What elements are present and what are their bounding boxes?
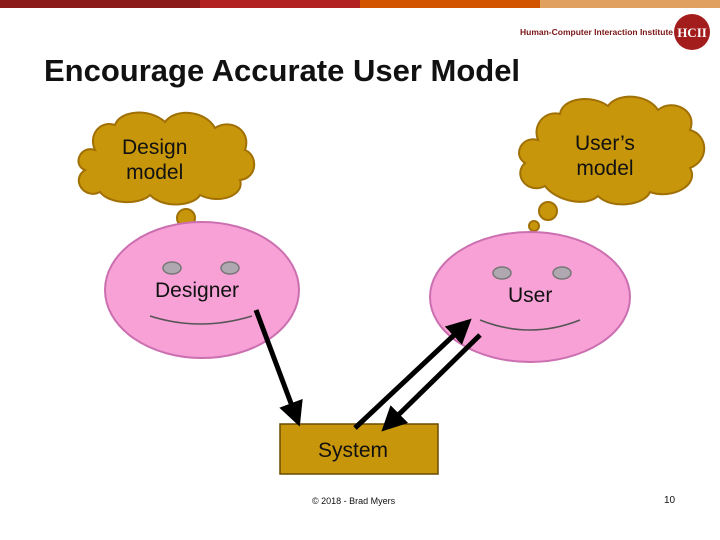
user-model-line2: model: [576, 157, 634, 180]
institute-name: Human-Computer Interaction Institute: [520, 27, 674, 37]
designer-right-eye: [220, 261, 240, 275]
copyright-footer: © 2018 - Brad Myers: [312, 496, 396, 506]
user-mouth: [479, 319, 581, 331]
user-label: User: [508, 284, 553, 307]
designer-to-system-arrow: [253, 309, 303, 427]
accent-segment-1: [0, 0, 200, 8]
design-model-label: Design model: [122, 135, 187, 185]
designer-label: Designer: [155, 279, 240, 302]
user-model-line1: User’s: [575, 132, 635, 155]
design-model-line2: model: [126, 161, 184, 184]
system-label: System: [318, 439, 389, 462]
page-number: 10: [664, 495, 676, 506]
designer-mouth: [149, 315, 253, 325]
system-box: [279, 423, 439, 475]
designer-left-eye: [162, 261, 182, 275]
designer-face: [104, 221, 300, 359]
top-accent-bar: [0, 0, 720, 8]
user-face: [429, 231, 631, 363]
user-left-eye: [492, 266, 512, 280]
user-right-eye: [552, 266, 572, 280]
hcii-logo: HCII: [674, 14, 710, 50]
system-to-user-arrow: [353, 318, 472, 430]
logo-text: HCII: [677, 25, 707, 40]
user-model-cloud: [518, 95, 706, 232]
accent-segment-3: [360, 0, 540, 8]
user-model-label: User’s model: [575, 131, 635, 181]
accent-segment-2: [200, 0, 360, 8]
slide-title: Encourage Accurate User Model: [44, 53, 521, 88]
accent-segment-4: [540, 0, 720, 8]
user-to-system-arrow: [381, 333, 482, 432]
design-model-line1: Design: [122, 136, 188, 159]
